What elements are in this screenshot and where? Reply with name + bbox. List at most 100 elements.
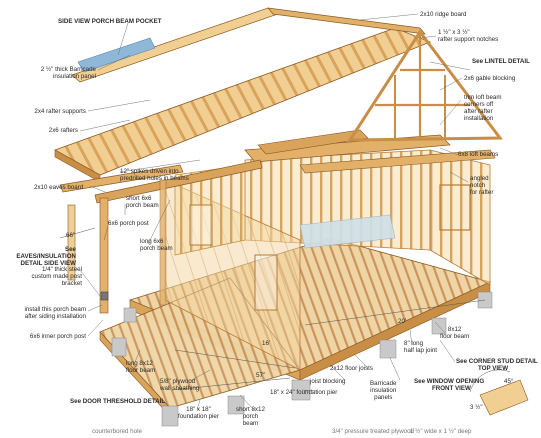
label-gable-blocking: 2x6 gable blocking	[464, 75, 516, 82]
label-barricade-panel: 2 ½" thick Barricade insulation panel	[8, 66, 96, 80]
label-line: 1 ½" x 3 ½"	[438, 29, 470, 36]
label-porch-post: 6x6 porch post	[108, 220, 149, 227]
ridge-board	[267, 7, 426, 35]
label-line: insulation panel	[52, 73, 96, 80]
label-inner-porch-post: 6x6 inner porch post	[29, 333, 86, 340]
label-line: short 6x6	[126, 195, 152, 202]
label-line: beam	[242, 420, 259, 427]
label-line: floor beam	[126, 367, 156, 374]
label-window-opening-detail: See WINDOW OPENING FRONT VIEW	[414, 378, 484, 392]
label-line: 2 ½" thick Barricade	[40, 66, 96, 73]
label-dim-20: 20'	[398, 318, 407, 325]
label-line: panels	[374, 394, 393, 401]
label-floor-beam: 8x12 floor beam	[440, 326, 469, 340]
label-line: 12" spikes driven into	[120, 168, 179, 175]
loft-beams	[244, 129, 496, 174]
label-floor-joists: 2x12 floor joists	[330, 365, 373, 372]
foundation-piers	[111, 291, 493, 427]
label-wall-sheathing: 5/8" plywood wall sheathing	[160, 378, 199, 392]
roof-rafters	[54, 7, 432, 183]
dimension-lines	[59, 227, 486, 391]
label-line: TOP VIEW	[478, 365, 509, 372]
label-line: See	[64, 246, 76, 253]
label-line: DETAIL SIDE VIEW	[20, 260, 76, 267]
label-line: 18" x 18"	[186, 406, 211, 413]
corner-detail	[469, 369, 529, 416]
porch-beams	[59, 159, 263, 204]
label-line: insulation	[370, 387, 397, 394]
label-rafter-support-notches: 1 ½" x 3 ½" rafter support notches	[438, 29, 498, 43]
label-line: foundation pier	[178, 413, 219, 420]
label-steel-bracket: 1/4" thick steel custom made post bracke…	[4, 266, 82, 287]
label-install-porch-beam: install this porch beam after siding ins…	[4, 306, 86, 320]
label-line: notch	[470, 182, 486, 189]
label-line: Barricade	[370, 380, 397, 387]
label-line: corners off	[464, 101, 494, 108]
label-line: install this porch beam	[24, 306, 86, 313]
label-line: angled	[470, 175, 489, 182]
label-dim-45: 45°	[504, 378, 514, 385]
label-line: long 6x6	[140, 238, 164, 245]
label-line: See CORNER STUD DETAIL	[456, 358, 538, 365]
label-pressure-treated: 3/4" pressure treated plywood	[332, 428, 414, 435]
label-short-porch-beam: short 6x6 porch beam	[126, 195, 159, 209]
label-line: 8x12	[447, 326, 462, 333]
leader-lines	[79, 13, 471, 411]
porch-posts	[67, 179, 167, 314]
label-line: EAVES/INSULATION	[16, 253, 76, 260]
label-eaves-insulation-detail: See EAVES/INSULATION DETAIL SIDE VIEW	[4, 246, 76, 267]
label-corner-stud-detail: See CORNER STUD DETAIL TOP VIEW	[456, 358, 538, 372]
label-line: trim loft beam	[464, 94, 502, 101]
label-line: rafter support notches	[438, 36, 499, 43]
label-line: long 8x12	[126, 360, 153, 367]
label-half-lap: 1 ½" wide x 1 ½" deep	[410, 428, 472, 435]
label-ridge-board: 2x10 ridge board	[420, 11, 467, 18]
label-line: custom made post	[31, 273, 82, 280]
label-eaves-board: 2x10 eaves board	[34, 184, 84, 191]
label-line: wall sheathing	[160, 385, 200, 392]
label-line: floor beam	[440, 333, 470, 340]
label-line: porch beam	[126, 202, 159, 209]
label-trim-loft-beam: trim loft beam corners off after rafter …	[464, 94, 501, 122]
label-dim-3-5: 3 ½"	[470, 404, 483, 411]
label-see: See	[472, 58, 484, 65]
label-line: after siding installation	[24, 313, 86, 320]
front-wall	[164, 164, 301, 371]
gable-frame	[347, 29, 503, 142]
label-dim-16: 16'	[262, 340, 271, 347]
label-half-lap-joint: 8" long half lap joint	[404, 340, 437, 354]
label-door-threshold-detail: See DOOR THRESHOLD DETAIL	[70, 398, 166, 405]
label-loft-beams: 6x8 loft beams	[458, 151, 499, 158]
right-wall	[429, 149, 491, 286]
label-foundation-pier-24: 18" x 24" foundation pier	[270, 389, 338, 396]
label-joist-blocking: joist blocking	[310, 378, 346, 385]
label-line: predrilled holes in beams	[120, 175, 189, 182]
label-line: after rafter	[464, 108, 493, 115]
label-counterbored-hole: counterbored hole	[92, 428, 142, 435]
steel-post-bracket	[100, 291, 109, 301]
label-line: half lap joint	[404, 347, 438, 354]
label-line: short 8x12	[236, 406, 265, 413]
label-rafter-supports: 2x4 rafter supports	[34, 108, 86, 115]
label-angled-notch: angled notch for rafter	[470, 175, 493, 196]
label-line: for rafter	[470, 189, 494, 196]
label-line: porch beam	[140, 245, 173, 252]
label-long-floor-beam: long 8x12 floor beam	[126, 360, 155, 374]
label-line: 8" long	[404, 340, 424, 347]
label-line: 1/4" thick steel	[41, 266, 82, 273]
label-detail-name: LINTEL DETAIL	[484, 58, 530, 65]
label-line: bracket	[61, 280, 82, 287]
label-spikes: 12" spikes driven into predrilled holes …	[120, 168, 189, 182]
label-lintel-detail: See LINTEL DETAIL	[472, 58, 530, 65]
label-line: porch	[242, 413, 259, 420]
label-long-porch-beam: long 6x6 porch beam	[140, 238, 173, 252]
label-dim-57: 57"	[256, 372, 266, 379]
label-line: 5/8" plywood	[160, 378, 196, 385]
label-side-view-porch-beam-pocket: SIDE VIEW PORCH BEAM POCKET	[58, 18, 162, 25]
label-rafters: 2x6 rafters	[48, 127, 78, 134]
label-dim-66: 66"	[66, 232, 76, 239]
label-foundation-pier-18: 18" x 18" foundation pier	[178, 406, 219, 420]
label-barricade-panels: Barricade insulation panels	[370, 380, 396, 401]
